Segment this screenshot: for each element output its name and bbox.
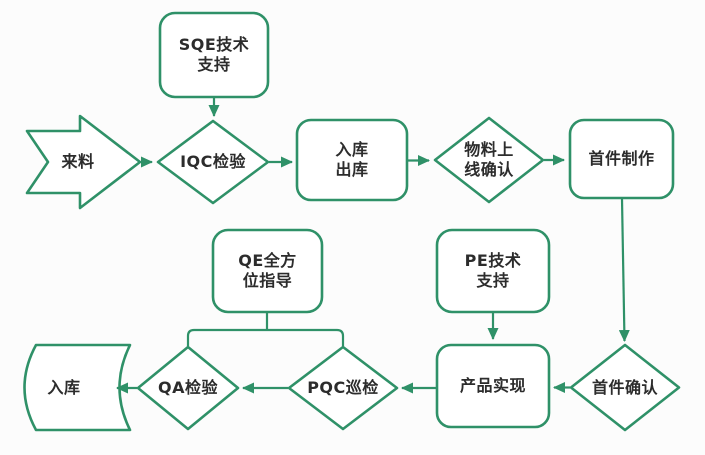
stock-in-out-box <box>295 118 409 202</box>
first-article-make-box <box>568 118 675 200</box>
qe-guidance-box <box>211 228 324 314</box>
edge-first-make-to-first-confirm <box>618 198 630 342</box>
edge-qe-branch-to-qa-and-pqc <box>186 313 345 346</box>
incoming-material-arrow-shape <box>25 114 142 210</box>
pqc-patrol-diamond <box>287 345 399 431</box>
qa-inspection-diamond <box>136 345 240 431</box>
pe-support-box <box>435 228 551 314</box>
material-online-confirm-diamond <box>433 116 545 204</box>
product-realization-box <box>435 343 551 429</box>
iqc-inspection-diamond <box>156 119 270 205</box>
first-article-confirm-diamond <box>569 343 681 432</box>
warehouse-stored-data-shape <box>23 343 132 432</box>
sqe-support-box <box>158 11 270 99</box>
